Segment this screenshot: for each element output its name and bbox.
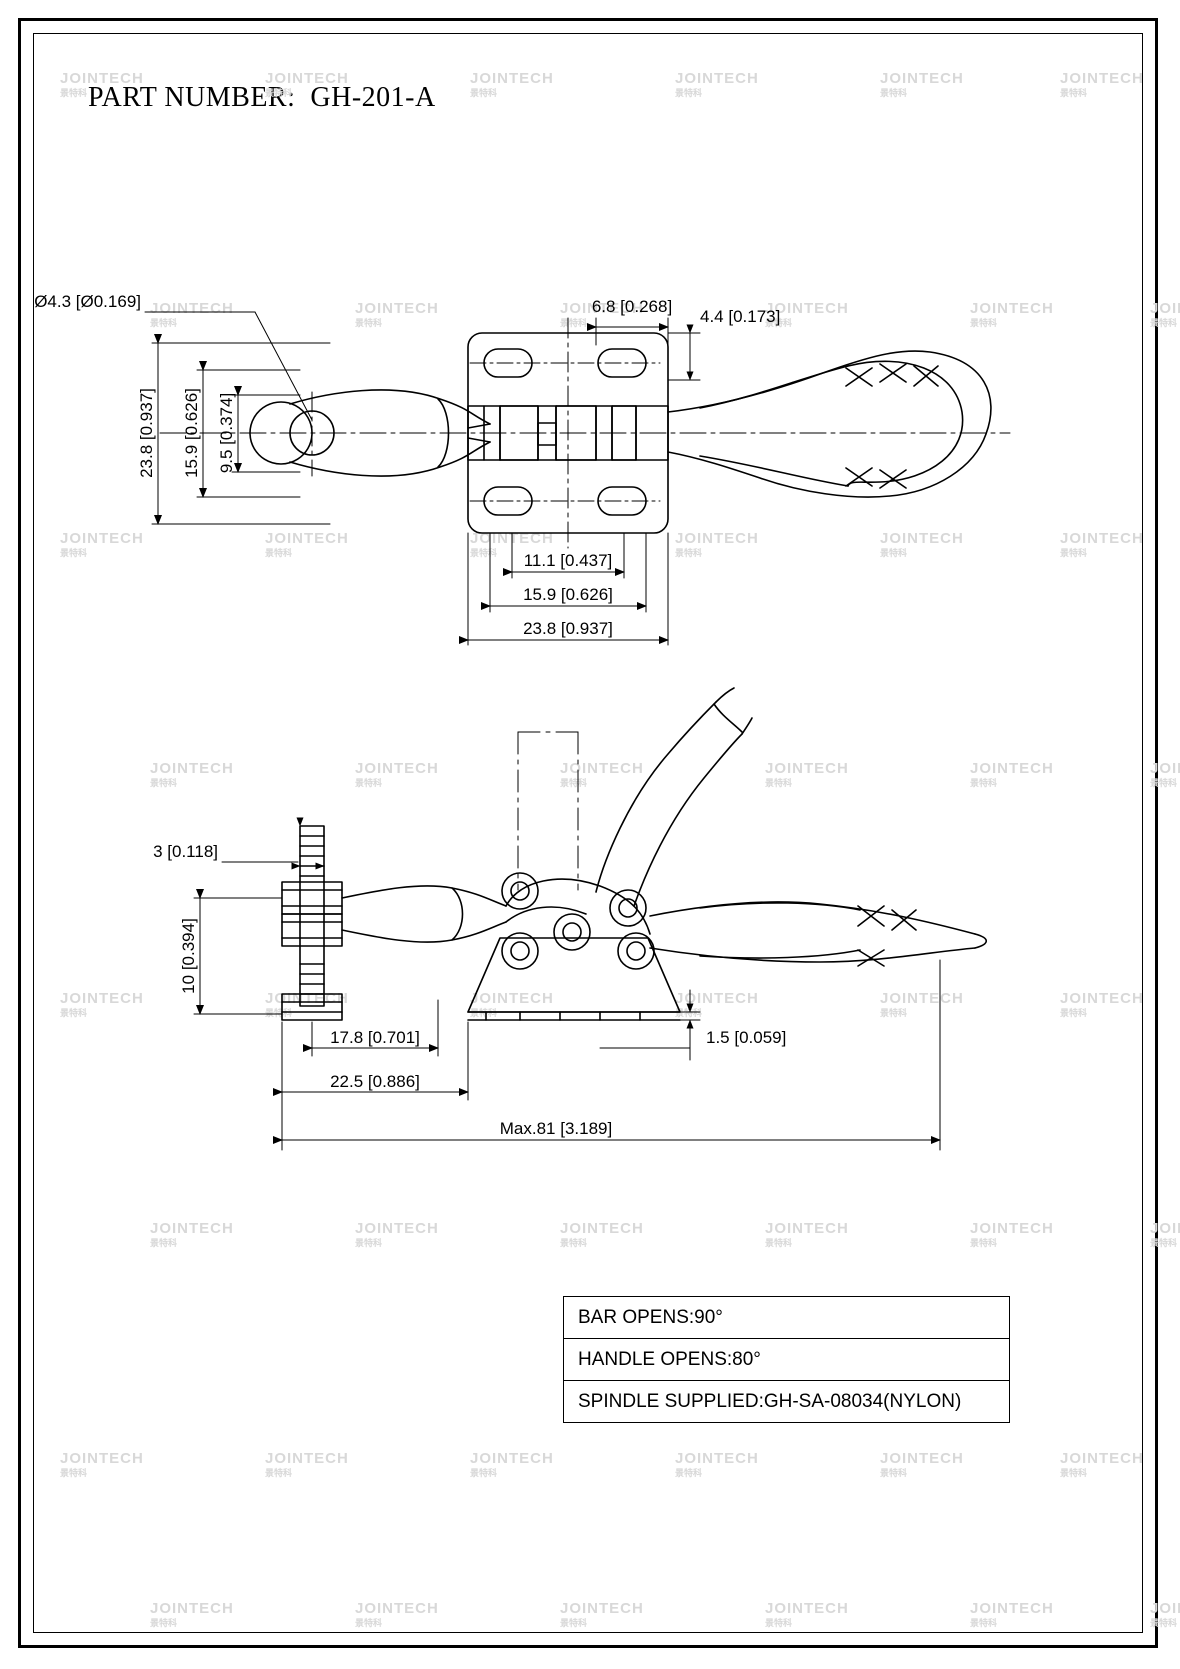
dim-spindle-thread: 3 [0.118] (153, 842, 218, 861)
sheet-inner-border (33, 33, 1143, 1633)
dim-base-w2: 15.9 [0.626] (523, 585, 613, 604)
dim-top-inner-height: 15.9 [0.626] (182, 388, 201, 478)
dim-top-w1: 6.8 [0.268] (592, 297, 672, 316)
dim-top-small-height: 9.5 [0.374] (217, 393, 236, 473)
dim-side-w1: 17.8 [0.701] (330, 1028, 420, 1047)
dim-side-height: 10 [0.394] (179, 918, 198, 994)
side-view (281, 687, 988, 1021)
dim-base-w1: 11.1 [0.437] (524, 551, 613, 570)
top-view (159, 317, 1011, 549)
dim-base-w3: 23.8 [0.937] (523, 619, 613, 638)
note-handle-opens: HANDLE OPENS:80° (564, 1339, 1009, 1381)
dim-top-w2: 4.4 [0.173] (700, 307, 780, 326)
dim-top-height: 23.8 [0.937] (137, 388, 156, 478)
dim-overall-length: Max.81 [3.189] (500, 1119, 612, 1138)
page-title: PART NUMBER: GH-201-A (88, 82, 436, 113)
top-view-dimensions (144, 311, 701, 646)
note-spindle-supplied: SPINDLE SUPPLIED:GH-SA-08034(NYLON) (578, 1391, 962, 1412)
sheet-outer-border (18, 18, 1158, 1648)
notes-table: BAR OPENS:90° HANDLE OPENS:80° SPINDLE S… (563, 1296, 1010, 1423)
dim-hole-dia: Ø4.3 [Ø0.169] (34, 292, 141, 311)
dim-side-w2: 22.5 [0.886] (330, 1072, 420, 1091)
dim-plate-thickness: 1.5 [0.059] (706, 1028, 786, 1047)
note-bar-opens: BAR OPENS:90° (564, 1297, 1009, 1339)
side-view-dimensions (193, 817, 941, 1151)
